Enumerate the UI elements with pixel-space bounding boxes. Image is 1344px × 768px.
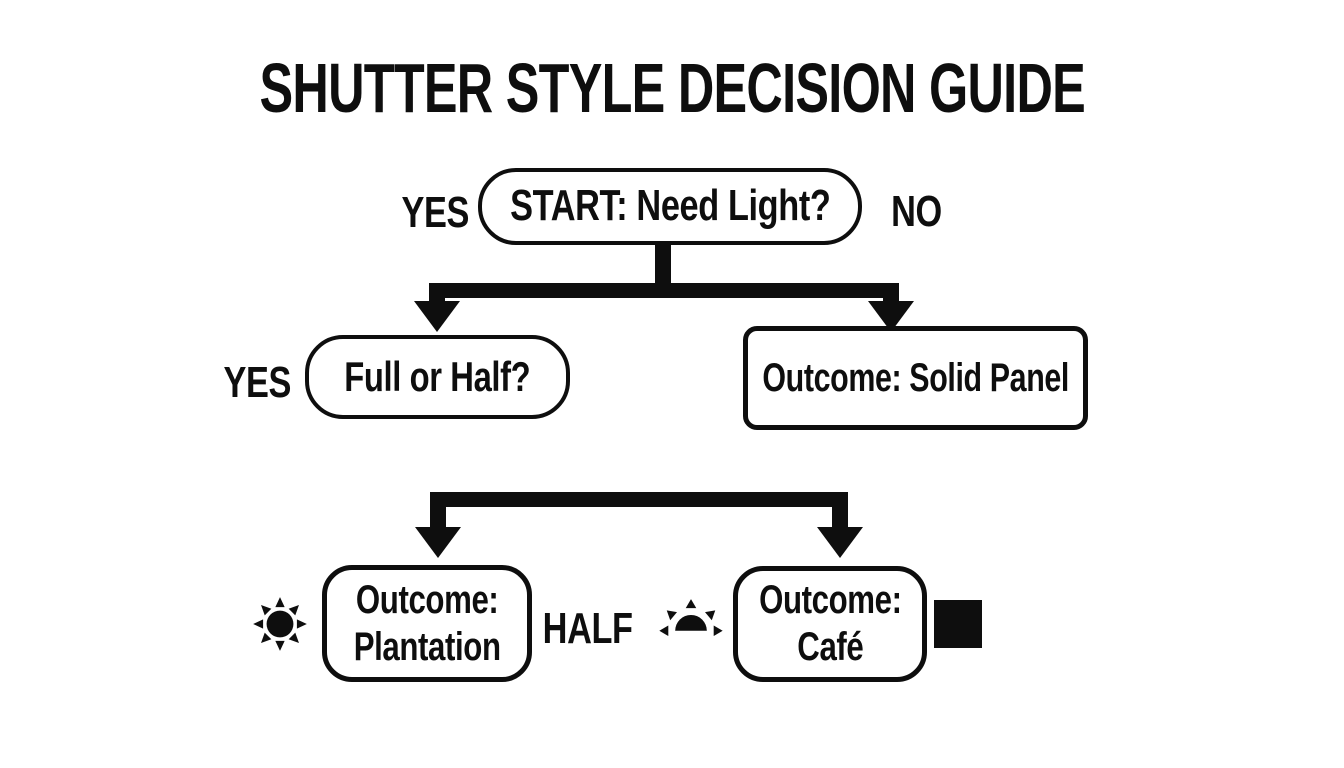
- connector-branch2-left-drop: [430, 492, 446, 529]
- node-outcome-solid-panel: Outcome: Solid Panel: [743, 326, 1088, 430]
- node-solid-panel-label: Outcome: Solid Panel: [762, 356, 1069, 400]
- branch-label-yes-mid: YES: [223, 358, 292, 407]
- connector-branch2-right-drop: [832, 492, 848, 529]
- branch-label-half: HALF: [542, 604, 633, 653]
- arrow-down-icon: [414, 301, 460, 332]
- node-outcome-plantation: Outcome: Plantation: [322, 565, 532, 682]
- node-start-label: START: Need Light?: [509, 181, 831, 231]
- node-cafe-label: Outcome: Café: [758, 578, 902, 669]
- connector-start-stem: [655, 244, 671, 288]
- page-title-text: SHUTTER STYLE DECISION GUIDE: [259, 49, 1085, 127]
- connector-branch1-bar: [429, 283, 899, 298]
- node-plantation-label: Outcome: Plantation: [353, 577, 501, 669]
- arrow-down-icon: [415, 527, 461, 558]
- solid-square-icon: [934, 600, 982, 648]
- full-sun-icon: [253, 597, 307, 651]
- connector-branch2-bar: [430, 492, 848, 507]
- branch-label-no-top: NO: [891, 187, 942, 236]
- arrow-down-icon: [817, 527, 863, 558]
- node-start-need-light: START: Need Light?: [478, 168, 862, 245]
- page-title: SHUTTER STYLE DECISION GUIDE: [0, 48, 1344, 128]
- node-outcome-cafe: Outcome: Café: [733, 566, 927, 682]
- branch-label-yes-top: YES: [401, 188, 470, 237]
- node-full-or-half-label: Full or Half?: [344, 352, 531, 400]
- node-full-or-half: Full or Half?: [305, 335, 570, 419]
- half-sun-icon: [659, 599, 723, 637]
